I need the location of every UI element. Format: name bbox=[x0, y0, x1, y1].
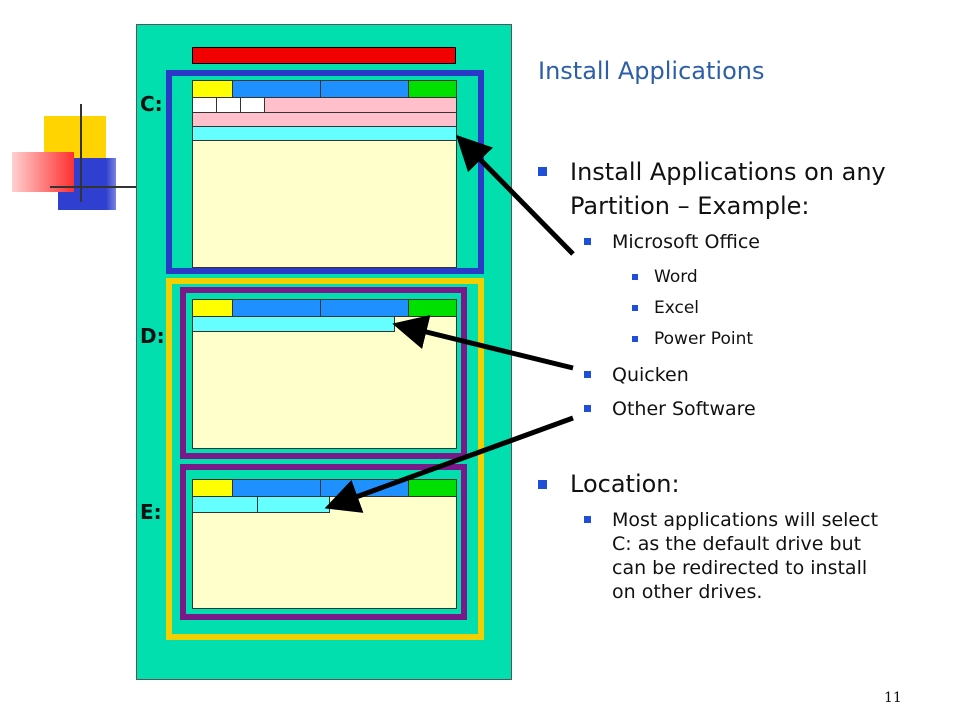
location-line2: C: as the default drive but bbox=[612, 533, 862, 555]
bullet-marker bbox=[584, 238, 591, 245]
d-e-outer-frame bbox=[166, 278, 484, 640]
logo-fade bbox=[106, 116, 134, 210]
d-drive-frame bbox=[180, 287, 467, 459]
bullet1-line1: Install Applications on any bbox=[570, 158, 886, 186]
bullet-marker bbox=[584, 371, 591, 378]
sub-sub-item-power-point: Power Point bbox=[654, 329, 754, 349]
c-window-pink-row bbox=[193, 113, 456, 127]
logo-red-square bbox=[12, 152, 74, 192]
bullet-marker bbox=[538, 480, 547, 489]
location-line4: on other drives. bbox=[612, 581, 763, 603]
bullet2-location: Location: bbox=[570, 470, 680, 498]
sub-item-other-software: Other Software bbox=[612, 398, 756, 420]
c-window-toolbar bbox=[193, 81, 456, 98]
bullet-marker bbox=[632, 274, 638, 280]
bullet1-line2: Partition – Example: bbox=[570, 192, 810, 220]
e-drive-frame bbox=[180, 464, 467, 620]
bullet-marker bbox=[584, 516, 591, 523]
logo-vertical-line bbox=[80, 104, 82, 202]
bullet-marker bbox=[584, 405, 591, 412]
arrow-to-d-drive bbox=[392, 314, 574, 371]
c-window-tabs-row bbox=[193, 98, 456, 113]
c-drive-window bbox=[192, 80, 457, 268]
d-drive-label: D: bbox=[140, 324, 165, 348]
e-drive-label: E: bbox=[140, 500, 162, 524]
logo-horizontal-line bbox=[50, 186, 136, 188]
location-line3: can be redirected to install bbox=[612, 557, 868, 579]
d-window-toolbar bbox=[193, 300, 456, 317]
sub-item-quicken: Quicken bbox=[612, 364, 689, 386]
sub-item-microsoft-office: Microsoft Office bbox=[612, 231, 760, 253]
c-window-cyan-row bbox=[193, 127, 456, 141]
location-line1: Most applications will select bbox=[612, 509, 879, 531]
slide-title: Install Applications bbox=[538, 57, 765, 85]
e-window-cyan-row bbox=[193, 497, 330, 513]
bullet-marker bbox=[632, 305, 638, 311]
c-drive-label: C: bbox=[140, 92, 163, 116]
bullet-marker bbox=[632, 336, 638, 342]
sub-sub-item-word: Word bbox=[654, 267, 698, 287]
e-drive-window bbox=[192, 479, 457, 609]
arrow-to-c-drive bbox=[455, 134, 575, 256]
arrow-to-e-drive bbox=[324, 415, 574, 513]
title-bar-red bbox=[192, 47, 456, 64]
page-number: 11 bbox=[884, 690, 902, 706]
sub-sub-item-excel: Excel bbox=[654, 298, 700, 318]
bullet-marker bbox=[538, 167, 547, 176]
